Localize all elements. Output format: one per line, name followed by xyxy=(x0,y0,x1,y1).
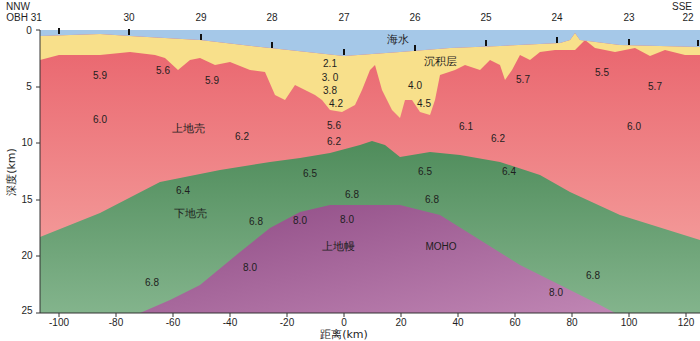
axis-tick-label: -60 xyxy=(166,318,180,328)
velocity-value: 6.8 xyxy=(425,195,439,205)
axis-tick-label: 25 xyxy=(21,306,32,316)
velocity-value: 2.1 xyxy=(323,59,337,69)
region-label: 上地幔 xyxy=(322,241,355,252)
station-label: 27 xyxy=(338,13,349,23)
velocity-value: 6.4 xyxy=(502,167,516,177)
velocity-value: 3.8 xyxy=(323,86,337,96)
velocity-value: 6.8 xyxy=(249,217,263,227)
upper-crust xyxy=(40,30,700,313)
region-label: 下地壳 xyxy=(174,208,207,219)
station-ticks xyxy=(59,28,698,55)
station-label: 24 xyxy=(551,13,562,23)
velocity-value: 6.2 xyxy=(491,134,505,144)
station-label: 26 xyxy=(409,13,420,23)
velocity-value: 5.5 xyxy=(595,68,609,78)
velocity-value: 8.0 xyxy=(293,216,307,226)
axis-tick-label: 120 xyxy=(678,318,695,328)
direction-label: SSE xyxy=(672,2,692,12)
axis-tick-label: 20 xyxy=(395,318,406,328)
upper-mantle xyxy=(140,205,615,313)
lower-crust xyxy=(40,141,700,313)
axis-tick-label: 0 xyxy=(341,318,347,328)
velocity-value: 6.1 xyxy=(459,122,473,132)
velocity-value: 5.7 xyxy=(516,75,530,85)
axis-tick-label: 80 xyxy=(566,318,577,328)
station-label: 22 xyxy=(682,13,693,23)
axis-tick-label: 0 xyxy=(26,26,32,36)
sea-water xyxy=(40,30,700,56)
axis-tick-label: -20 xyxy=(280,318,294,328)
axis-tick-label: -80 xyxy=(109,318,123,328)
station-label: 25 xyxy=(480,13,491,23)
velocity-value: 6.2 xyxy=(327,137,341,147)
region-label: MOHO xyxy=(425,242,456,252)
axis-title: 距离(km) xyxy=(320,329,368,340)
station-label: 23 xyxy=(623,13,634,23)
velocity-value: 6.8 xyxy=(586,271,600,281)
station-label: 29 xyxy=(195,13,206,23)
velocity-value: 6.4 xyxy=(176,186,190,196)
region-label: 上地壳 xyxy=(172,123,205,134)
velocity-value: 6.2 xyxy=(235,132,249,142)
velocity-value: 6.8 xyxy=(345,190,359,200)
station-label: OBH 31 xyxy=(6,13,42,23)
velocity-value: 6.0 xyxy=(627,122,641,132)
velocity-value: 3. 0 xyxy=(322,73,339,83)
region-label: 海水 xyxy=(387,34,409,45)
velocity-value: 8.0 xyxy=(340,215,354,225)
velocity-value: 4.2 xyxy=(329,99,343,109)
velocity-value: 4.0 xyxy=(408,81,422,91)
axis-tick-label: 20 xyxy=(21,251,32,261)
velocity-value: 5.6 xyxy=(156,66,170,76)
velocity-value: 5.7 xyxy=(648,82,662,92)
axis-tick-label: -40 xyxy=(223,318,237,328)
velocity-value: 5.9 xyxy=(205,76,219,86)
axis-title: 深度(km) xyxy=(6,148,17,196)
axis-tick-label: -100 xyxy=(49,318,69,328)
region-label: 沉积层 xyxy=(424,56,457,67)
velocity-value: 5.6 xyxy=(327,121,341,131)
axis-tick-label: 100 xyxy=(621,318,638,328)
velocity-value: 6.0 xyxy=(93,115,107,125)
velocity-value: 8.0 xyxy=(243,263,257,273)
station-label: 28 xyxy=(266,13,277,23)
velocity-value: 6.5 xyxy=(303,169,317,179)
velocity-value: 8.0 xyxy=(549,288,563,298)
velocity-value: 4.5 xyxy=(417,99,431,109)
velocity-value: 5.9 xyxy=(93,71,107,81)
direction-label: NNW xyxy=(6,2,30,12)
station-label: 30 xyxy=(123,13,134,23)
axis-tick-label: 40 xyxy=(452,318,463,328)
axis-tick-label: 10 xyxy=(21,138,32,148)
axes xyxy=(36,30,700,317)
axis-tick-label: 15 xyxy=(21,195,32,205)
velocity-value: 6.8 xyxy=(145,278,159,288)
axis-tick-label: 60 xyxy=(509,318,520,328)
velocity-value: 6.5 xyxy=(418,167,432,177)
axis-tick-label: 5 xyxy=(26,82,32,92)
